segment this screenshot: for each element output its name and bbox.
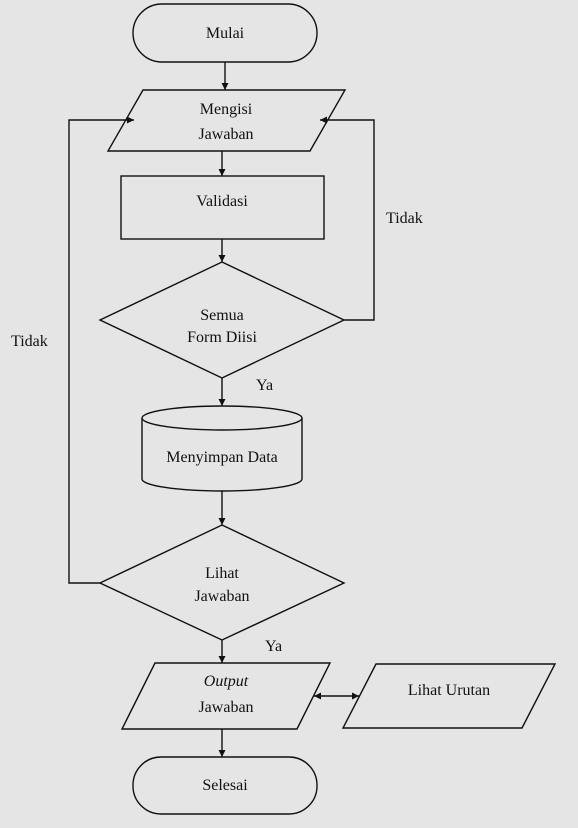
all-filled-label-line1: Semua [200,307,244,324]
end-label: Selesai [202,777,248,794]
filled-yes-label: Ya [256,377,273,394]
view-yes-label: Ya [265,638,282,655]
store-data-database: Menyimpan Data [141,405,303,492]
input-answer-parallelogram: Mengisi Jawaban [106,89,347,152]
view-answer-label-line1: Lihat [205,565,239,582]
output-answer-label-line2: Jawaban [198,699,253,716]
input-answer-label-line1: Mengisi [200,101,253,118]
end-terminator: Selesai [132,756,318,815]
store-data-label: Menyimpan Data [166,449,278,466]
view-answer-label-line2: Jawaban [194,588,249,605]
not-filled-label: Tidak [386,210,423,227]
output-answer-parallelogram: Output Jawaban [120,662,332,730]
view-answer-decision: Lihat Jawaban [98,524,346,641]
validation-label: Validasi [196,193,248,210]
loop-not-filled-arrow [320,116,375,321]
output-answer-label-line1: Output [204,673,249,690]
view-order-label: Lihat Urutan [408,682,490,699]
loop-not-view-arrow [68,116,134,584]
input-answer-label-line2: Jawaban [198,126,253,143]
all-filled-decision: Semua Form Diisi [98,261,346,379]
validation-process: Validasi [120,175,325,240]
all-filled-label-line2: Form Diisi [187,329,257,346]
view-order-parallelogram: Lihat Urutan [341,663,557,729]
start-terminator: Mulai [132,3,318,63]
start-label: Mulai [206,25,245,42]
not-view-label: Tidak [11,333,48,350]
